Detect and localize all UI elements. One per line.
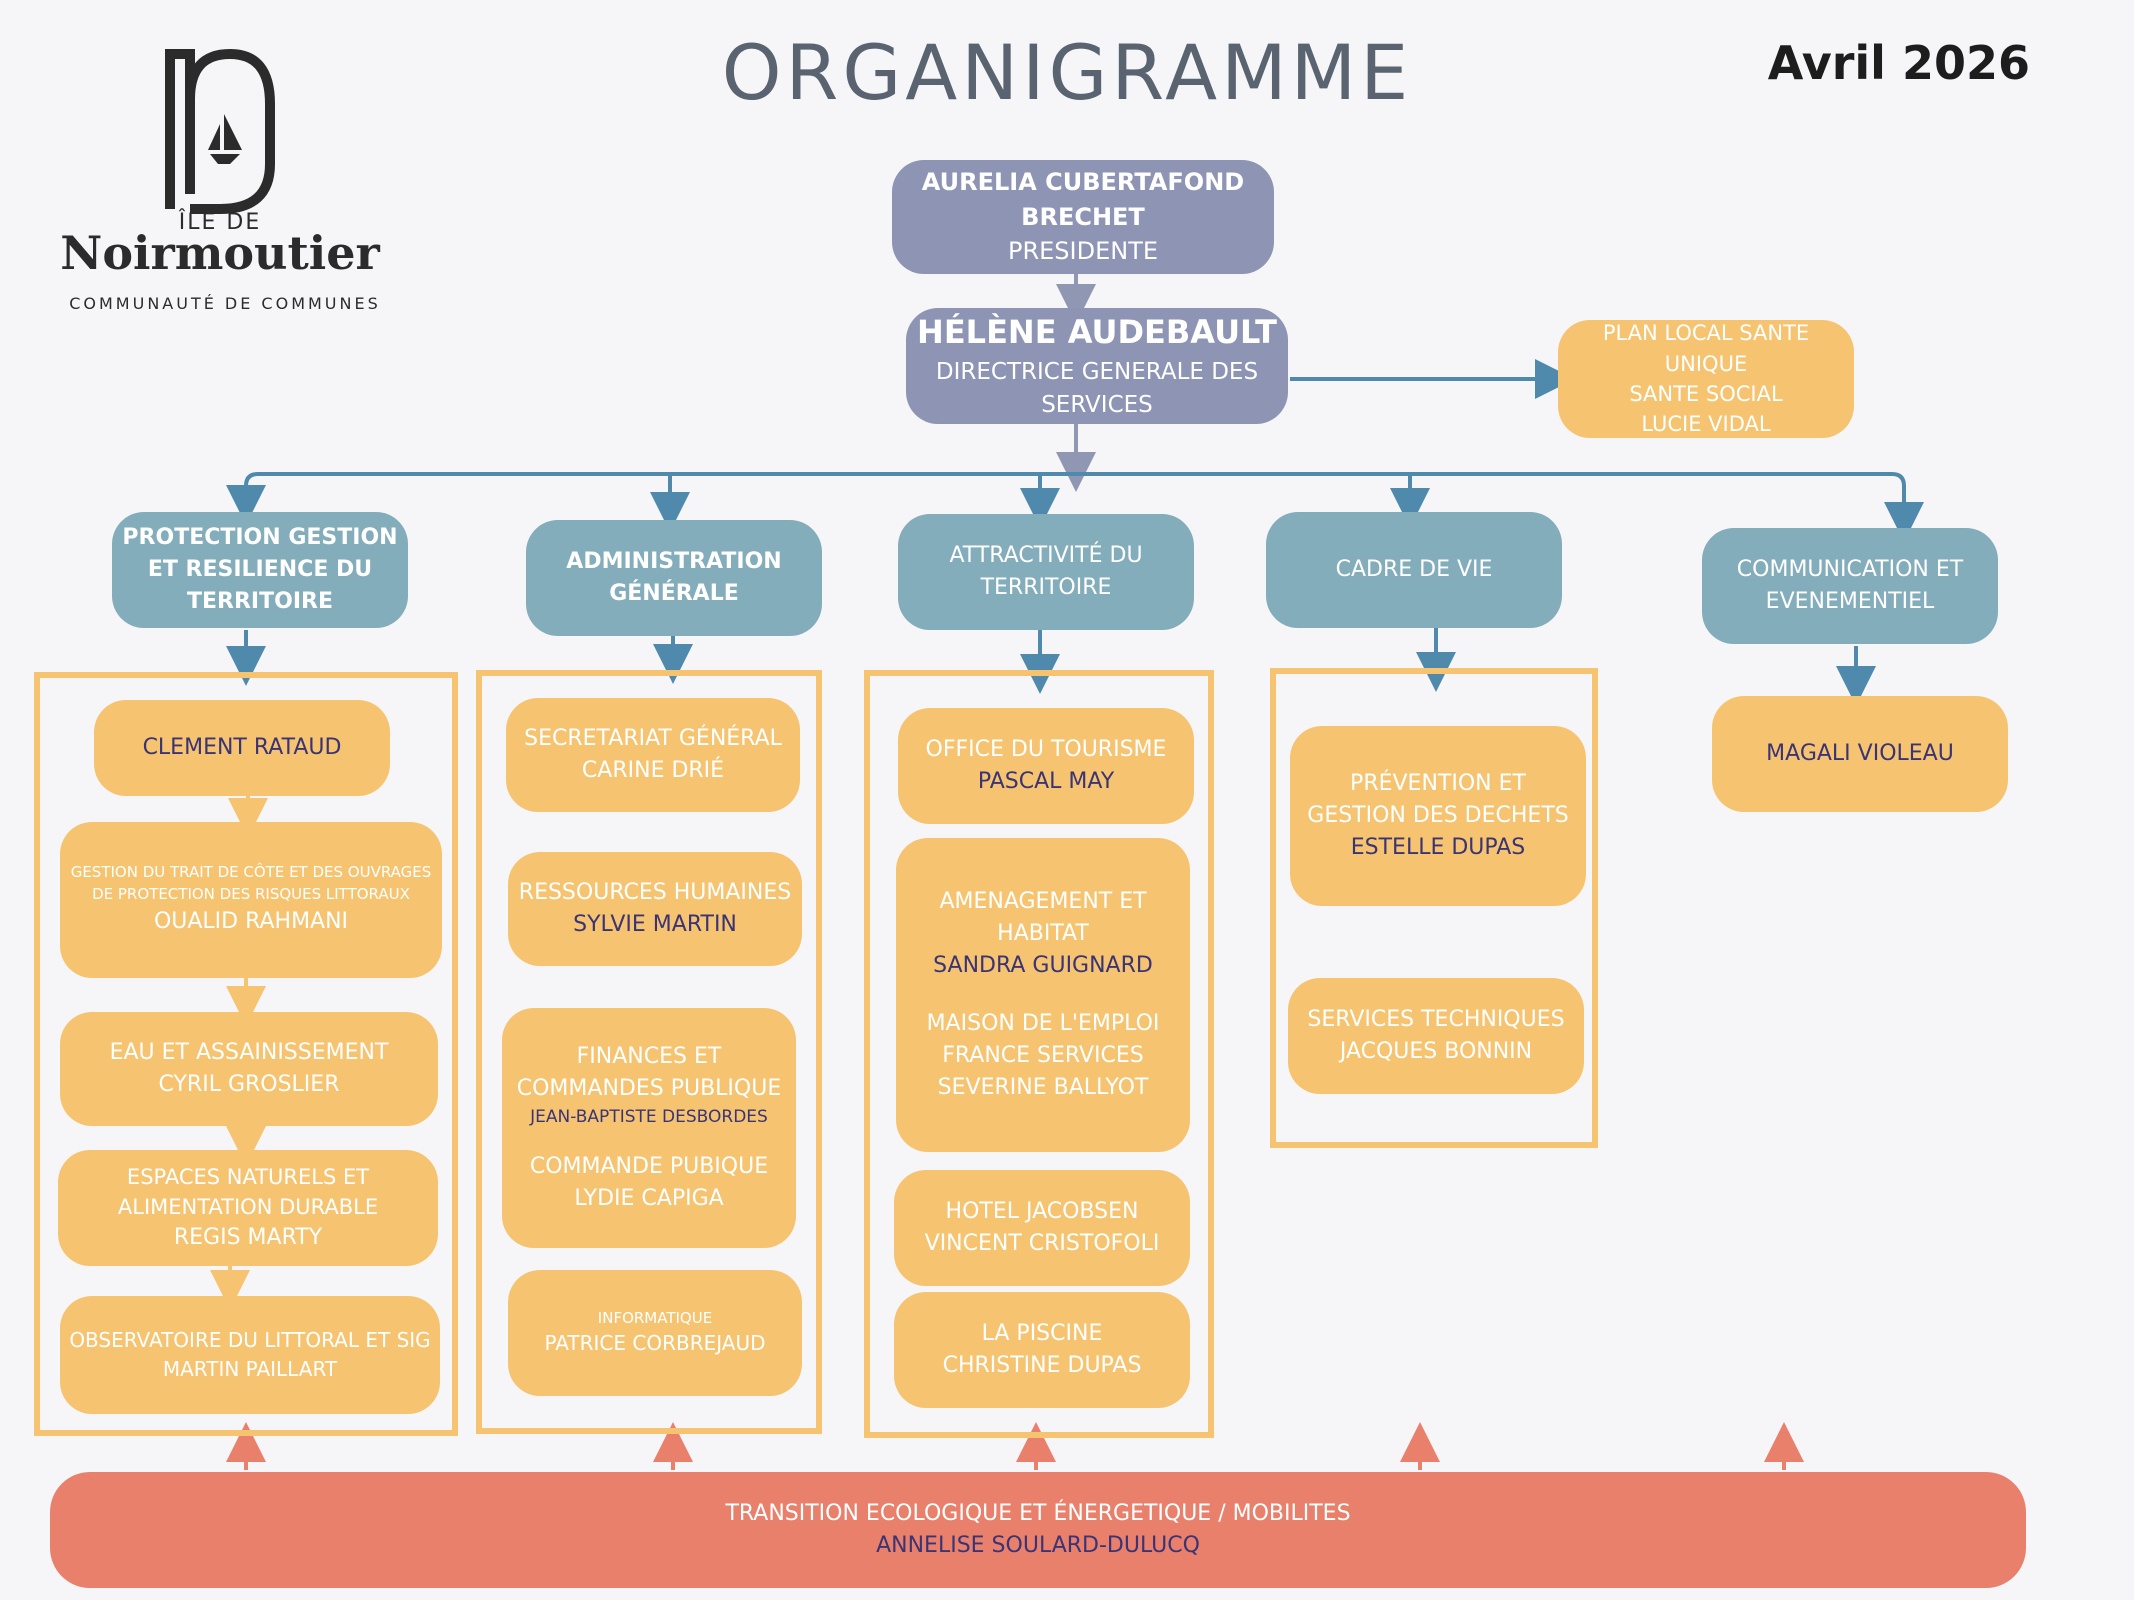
logo-subtitle: COMMUNAUTÉ DE COMMUNES — [69, 294, 381, 313]
dgs-box: HÉLÈNE AUDEBAULT DIRECTRICE GENERALE DES… — [906, 308, 1288, 424]
person-name: JEAN-BAPTISTE DESBORDES — [530, 1106, 768, 1127]
page-date: Avril 2026 — [1767, 36, 2030, 90]
transversal-bar: TRANSITION ECOLOGIQUE ET ÉNERGETIQUE / M… — [50, 1472, 2026, 1588]
person-name: MAGALI VIOLEAU — [1766, 741, 1954, 767]
service-box: HOTEL JACOBSEN VINCENT CRISTOFOLI — [894, 1170, 1190, 1286]
person-name: JACQUES BONNIN — [1339, 1039, 1533, 1064]
person-name: SYLVIE MARTIN — [573, 912, 737, 937]
service-name: AMENAGEMENT ET HABITAT — [939, 889, 1147, 947]
noirmoutier-logo-icon — [165, 48, 275, 214]
service-name: COMMANDE PUBIQUE — [529, 1154, 769, 1180]
service-name: ESPACES NATURELS ET ALIMENTATION DURABLE — [117, 1164, 379, 1220]
president-box: AURELIA CUBERTAFOND BRECHET PRESIDENTE — [892, 160, 1274, 274]
pole-label: ATTRACTIVITÉ DU TERRITOIRE — [949, 543, 1143, 600]
pole-label: PROTECTION GESTION ET RESILIENCE DU TERR… — [122, 525, 398, 614]
person-name: CLEMENT RATAUD — [142, 735, 342, 761]
person-name: PATRICE CORBREJAUD — [544, 1331, 766, 1356]
logo-prefix: ÎLE DE — [178, 210, 262, 235]
person-name: CYRIL GROSLIER — [158, 1072, 340, 1097]
service-name: SERVICES TECHNIQUES — [1307, 1007, 1565, 1033]
service-name: HOTEL JACOBSEN — [945, 1199, 1139, 1225]
pole-attractivite: ATTRACTIVITÉ DU TERRITOIRE — [898, 514, 1194, 630]
person-name: ESTELLE DUPAS — [1350, 834, 1526, 860]
person-name: CARINE DRIÉ — [581, 758, 725, 783]
person-name: VINCENT CRISTOFOLI — [924, 1231, 1160, 1256]
person-name: ANNELISE SOULARD-DULUCQ — [876, 1533, 1200, 1558]
service-name: INFORMATIQUE — [597, 1308, 713, 1327]
service-name: OBSERVATOIRE DU LITTORAL ET SIG — [69, 1328, 431, 1352]
pole-communication: COMMUNICATION ET EVENEMENTIEL — [1702, 528, 1998, 644]
service-box: SERVICES TECHNIQUES JACQUES BONNIN — [1288, 978, 1584, 1094]
service-box: CLEMENT RATAUD — [94, 700, 390, 796]
service-name: PRÉVENTION ET GESTION DES DECHETS — [1307, 771, 1569, 829]
logo-name: Noirmoutier — [60, 226, 380, 280]
service-box: OBSERVATOIRE DU LITTORAL ET SIG MARTIN P… — [60, 1296, 440, 1414]
president-role: PRESIDENTE — [1007, 237, 1159, 266]
service-box: SECRETARIAT GÉNÉRAL CARINE DRIÉ — [506, 698, 800, 812]
frame-col3 — [864, 670, 1214, 1438]
person-name: OUALID RAHMANI — [153, 908, 349, 934]
service-name: RESSOURCES HUMAINES — [518, 880, 792, 906]
person-name: PASCAL MAY — [977, 769, 1115, 794]
dgs-role: DIRECTRICE GENERALE DES SERVICES — [935, 358, 1259, 419]
frame-col4 — [1270, 668, 1598, 1148]
pole-label: CADRE DE VIE — [1335, 557, 1493, 583]
page-title: ORGANIGRAMME — [721, 28, 1413, 117]
pole-cadre-de-vie: CADRE DE VIE — [1266, 512, 1562, 628]
dgs-name: HÉLÈNE AUDEBAULT — [917, 313, 1277, 352]
pole-label: ADMINISTRATION GÉNÉRALE — [566, 549, 782, 606]
service-box: GESTION DU TRAIT DE CÔTE ET DES OUVRAGES… — [60, 822, 442, 978]
president-name: AURELIA CUBERTAFOND BRECHET — [921, 167, 1245, 231]
service-box: FINANCES ET COMMANDES PUBLIQUE JEAN-BAPT… — [502, 1008, 796, 1248]
person-name: MARTIN PAILLART — [162, 1357, 338, 1381]
service-name: MAISON DE L'EMPLOI FRANCE SERVICES — [926, 1011, 1160, 1068]
service-box: OFFICE DU TOURISME PASCAL MAY — [898, 708, 1194, 824]
person-name: SANDRA GUIGNARD — [933, 953, 1153, 979]
pole-protection: PROTECTION GESTION ET RESILIENCE DU TERR… — [112, 512, 408, 628]
pole-administration: ADMINISTRATION GÉNÉRALE — [526, 520, 822, 636]
side-unit-line1: PLAN LOCAL SANTE UNIQUE — [1602, 321, 1810, 376]
service-box: MAGALI VIOLEAU — [1712, 696, 2008, 812]
frame-col2 — [476, 670, 822, 1434]
person-name: REGIS MARTY — [173, 1225, 323, 1251]
service-box: INFORMATIQUE PATRICE CORBREJAUD — [508, 1270, 802, 1396]
service-name: GESTION DU TRAIT DE CÔTE ET DES OUVRAGES… — [70, 863, 432, 904]
service-box: RESSOURCES HUMAINES SYLVIE MARTIN — [508, 852, 802, 966]
service-name: FINANCES ET COMMANDES PUBLIQUE — [516, 1043, 782, 1101]
side-unit-box: PLAN LOCAL SANTE UNIQUE SANTE SOCIAL LUC… — [1558, 320, 1854, 438]
service-box: LA PISCINE CHRISTINE DUPAS — [894, 1292, 1190, 1408]
service-name: OFFICE DU TOURISME — [925, 737, 1167, 763]
service-box: EAU ET ASSAINISSEMENT CYRIL GROSLIER — [60, 1012, 438, 1126]
service-box: AMENAGEMENT ET HABITAT SANDRA GUIGNARD M… — [896, 838, 1190, 1152]
pole-label: COMMUNICATION ET EVENEMENTIEL — [1736, 557, 1964, 614]
person-name: CHRISTINE DUPAS — [942, 1353, 1142, 1378]
side-unit-line2: SANTE SOCIAL — [1629, 382, 1783, 406]
side-unit-name: LUCIE VIDAL — [1641, 412, 1771, 437]
person-name: SEVERINE BALLYOT — [937, 1074, 1149, 1100]
service-box: PRÉVENTION ET GESTION DES DECHETS ESTELL… — [1290, 726, 1586, 906]
frame-col1 — [34, 672, 458, 1436]
service-name: EAU ET ASSAINISSEMENT — [109, 1040, 389, 1066]
person-name: LYDIE CAPIGA — [574, 1186, 724, 1212]
service-name: LA PISCINE — [981, 1321, 1103, 1347]
service-name: SECRETARIAT GÉNÉRAL — [524, 726, 782, 752]
service-box: ESPACES NATURELS ET ALIMENTATION DURABLE… — [58, 1150, 438, 1266]
service-name: TRANSITION ECOLOGIQUE ET ÉNERGETIQUE / M… — [725, 1501, 1351, 1527]
